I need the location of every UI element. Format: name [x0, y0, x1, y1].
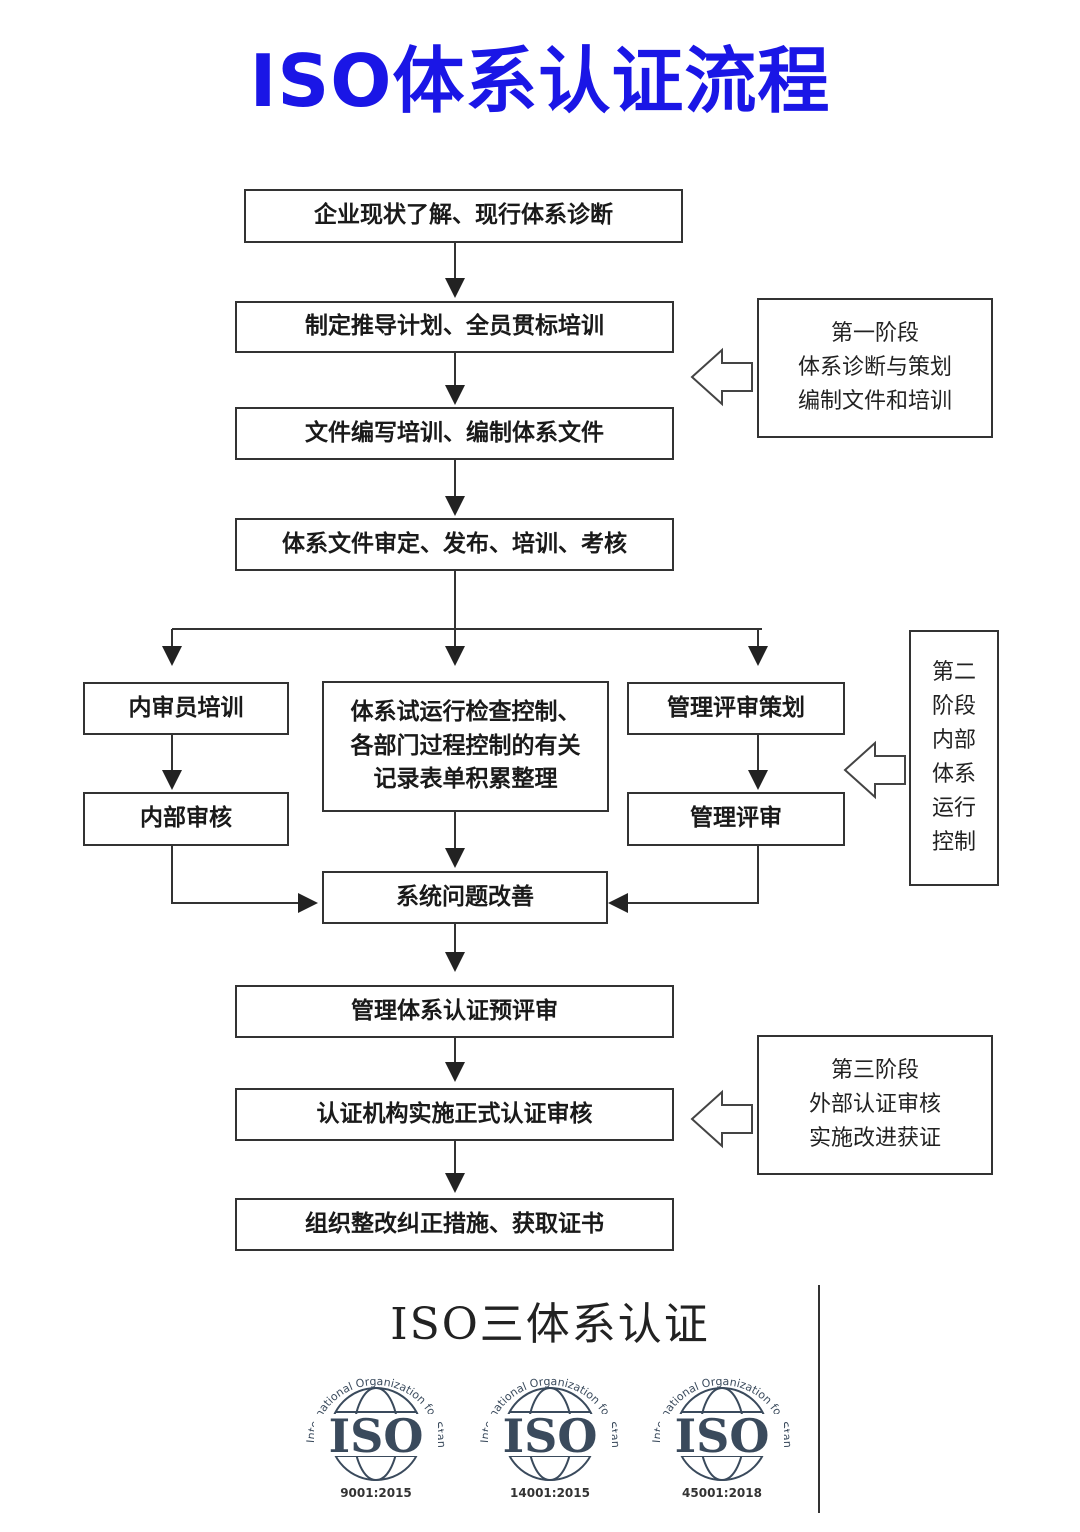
- step-internal-auditor-training: 内审员培训: [83, 682, 289, 735]
- step-system-improvement: 系统问题改善: [322, 871, 608, 924]
- stage-three-note: 第三阶段 外部认证审核 实施改进获证: [757, 1035, 993, 1175]
- trial-operation-line-3: 记录表单积累整理: [373, 766, 558, 793]
- trial-operation-line-2: 各部门过程控制的有关: [350, 732, 581, 759]
- step-document-review: 体系文件审定、发布、培训、考核: [235, 518, 674, 571]
- step-enterprise-diagnosis: 企业现状了解、现行体系诊断: [244, 189, 683, 243]
- stage-two-note: 第二 阶段 内部 体系 运行 控制: [909, 630, 999, 886]
- iso-three-systems-title: ISO三体系认证: [390, 1299, 710, 1350]
- step-document-drafting: 文件编写培训、编制体系文件: [235, 407, 674, 460]
- stage-one-line-3: 编制文件和培训: [797, 389, 952, 415]
- stage-one-line-1: 第一阶段: [830, 320, 919, 346]
- stage-two-line-1: 第二: [931, 659, 976, 685]
- step-internal-audit: 内部审核: [83, 792, 289, 846]
- step-management-review: 管理评审: [627, 792, 845, 846]
- iso-logo-text: ISO: [329, 1409, 424, 1463]
- stage-one-note: 第一阶段 体系诊断与策划 编制文件和培训: [757, 298, 993, 438]
- stage-two-line-3: 内部: [931, 727, 976, 753]
- iso-logo-text: ISO: [503, 1409, 598, 1463]
- iso-logo-9001: International Organization for Standardi…: [296, 1352, 448, 1481]
- stage-two-line-2: 阶段: [931, 693, 976, 719]
- trial-operation-line-1: 体系试运行检查控制、: [350, 699, 581, 726]
- iso-code-14001: 14001:2015: [510, 1486, 590, 1500]
- iso-code-9001: 9001:2015: [340, 1486, 412, 1500]
- divider-line: [818, 1285, 820, 1513]
- iso-logo-14001: International Organization for Standardi…: [470, 1352, 622, 1481]
- stage-one-line-2: 体系诊断与策划: [797, 354, 952, 380]
- iso-logo-text: ISO: [675, 1409, 770, 1463]
- step-pre-assessment: 管理体系认证预评审: [235, 985, 674, 1038]
- iso-logo-45001: International Organization for Standardi…: [642, 1352, 794, 1481]
- stage-two-line-4: 体系: [931, 762, 976, 787]
- iso-code-45001: 45001:2018: [682, 1486, 762, 1500]
- step-management-review-planning: 管理评审策划: [627, 682, 845, 735]
- step-training-plan: 制定推导计划、全员贯标培训: [235, 301, 674, 353]
- stage-three-line-3: 实施改进获证: [808, 1126, 941, 1152]
- stage-two-line-5: 运行: [931, 796, 976, 822]
- step-trial-operation: 体系试运行检查控制、 各部门过程控制的有关 记录表单积累整理: [322, 681, 609, 812]
- stage-three-line-2: 外部认证审核: [808, 1091, 941, 1117]
- stage-two-line-6: 控制: [931, 830, 976, 856]
- step-formal-audit: 认证机构实施正式认证审核: [235, 1088, 674, 1141]
- stage-three-line-1: 第三阶段: [830, 1057, 919, 1083]
- step-certificate: 组织整改纠正措施、获取证书: [235, 1198, 674, 1251]
- page-title: ISO体系认证流程: [249, 39, 831, 123]
